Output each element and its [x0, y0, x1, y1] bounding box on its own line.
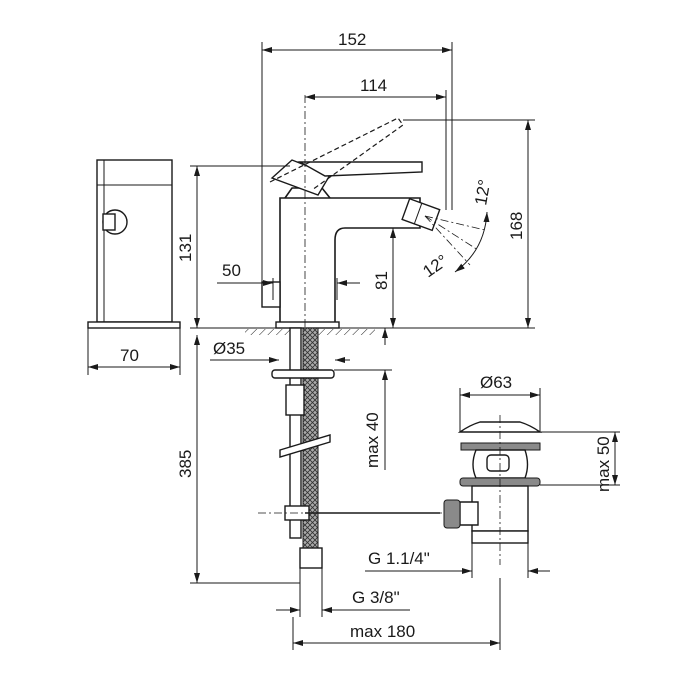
dim-max50: max 50 — [540, 431, 620, 492]
dim-385-label: 385 — [176, 450, 195, 478]
waste-valve — [443, 415, 543, 565]
dim-max180-label: max 180 — [350, 622, 415, 641]
pull-rod — [289, 327, 302, 539]
dim-168: 168 — [403, 119, 535, 328]
dim-g114: G 1.1/4" — [365, 543, 550, 578]
dim-152-label: 152 — [338, 30, 366, 49]
dim-side-width: 70 — [87, 328, 181, 375]
dim-168-label: 168 — [507, 212, 526, 240]
dim-385: 385 — [176, 335, 300, 584]
dim-131-label: 131 — [176, 234, 195, 262]
pop-up-knob — [261, 281, 281, 308]
faucet-body: 12° 12° — [261, 95, 494, 330]
dim-81: 81 — [372, 227, 400, 328]
dim-63-label: Ø63 — [480, 373, 512, 392]
dim-max40-label: max 40 — [363, 412, 382, 468]
dim-70-label: 70 — [120, 346, 139, 365]
dim-131: 131 — [176, 165, 290, 328]
side-view — [87, 159, 181, 329]
dim-114: 114 — [305, 76, 447, 210]
angle-up-label: 12° — [471, 178, 494, 207]
dim-50: 50 — [217, 261, 360, 300]
dim-50-label: 50 — [222, 261, 241, 280]
dim-g38-label: G 3/8" — [352, 588, 400, 607]
dim-35: Ø35 — [210, 339, 350, 363]
nut — [285, 384, 305, 416]
dim-g114-label: G 1.1/4" — [368, 549, 430, 568]
dim-35-label: Ø35 — [213, 339, 245, 358]
dim-g38: G 3/8" — [276, 568, 410, 617]
dim-max180: max 180 — [292, 578, 501, 650]
deck-surface — [190, 327, 535, 335]
under-sink-assembly — [258, 327, 445, 569]
dim-114-label: 114 — [360, 76, 387, 95]
fixing-plate — [271, 369, 335, 379]
dim-max50-label: max 50 — [594, 436, 613, 492]
bidet-nozzle — [401, 197, 441, 232]
dim-152: 152 — [261, 30, 453, 282]
dim-max40: max 40 — [334, 328, 392, 470]
angle-down-label: 12° — [419, 251, 451, 281]
lever-handle — [297, 161, 423, 177]
dim-81-label: 81 — [372, 271, 391, 290]
dim-63: Ø63 — [459, 373, 541, 432]
hose-nut — [299, 547, 323, 569]
